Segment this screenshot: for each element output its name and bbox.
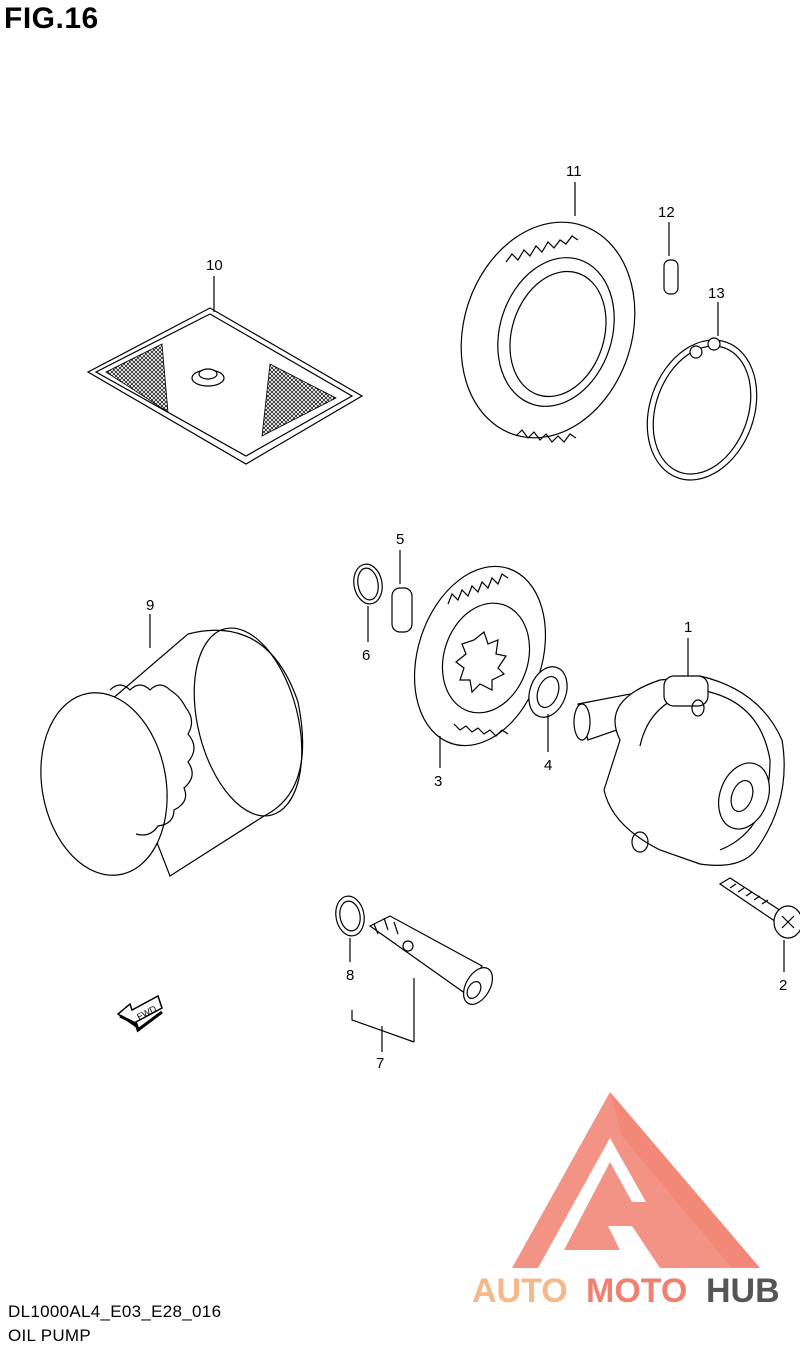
- part-4-washer: [528, 666, 568, 752]
- exploded-parts-diagram: FWD 10 11 12 13 9 5 6 1 3 4 2 8 7: [40, 163, 800, 1072]
- part-3-oil-pump-drive-gear: [413, 565, 547, 768]
- callout-7: 7: [376, 1055, 384, 1072]
- drawing-name: OIL PUMP: [8, 1326, 92, 1345]
- callout-12: 12: [658, 204, 675, 221]
- fwd-direction-arrow: FWD: [116, 994, 163, 1033]
- automotohub-watermark-logo: AUTO MOTO HUB: [472, 1092, 780, 1310]
- part-2-screw: [718, 877, 800, 972]
- watermark-hub: HUB: [706, 1272, 780, 1310]
- watermark-moto: MOTO: [586, 1272, 687, 1310]
- part-10-oil-strainer: [86, 276, 364, 465]
- callout-1: 1: [684, 619, 692, 636]
- part-13-circlip: [646, 302, 758, 481]
- callout-5: 5: [396, 531, 404, 548]
- callout-3: 3: [434, 773, 442, 790]
- callout-11: 11: [566, 163, 582, 180]
- part-9-oil-filter: [40, 614, 304, 877]
- part-6-circlip: [353, 563, 383, 642]
- part-5-pin: [391, 550, 413, 633]
- part-12-dowel-pin: [663, 222, 679, 295]
- callout-4: 4: [544, 757, 552, 774]
- part-8-o-ring: [335, 895, 365, 962]
- callout-13: 13: [708, 285, 725, 302]
- drawing-code: DL1000AL4_E03_E28_016: [8, 1302, 222, 1321]
- callout-9: 9: [146, 597, 154, 614]
- callout-10: 10: [206, 257, 223, 274]
- part-1-oil-pump-assembly: [573, 638, 785, 866]
- callout-8: 8: [346, 967, 354, 984]
- callout-2: 2: [779, 977, 787, 994]
- watermark-auto: AUTO: [472, 1272, 568, 1310]
- part-11-oil-pump-driven-gear: [460, 182, 636, 443]
- callout-6: 6: [362, 647, 370, 664]
- figure-title: FIG.16: [4, 2, 99, 35]
- part-7-oil-relief-valve: [351, 915, 494, 1052]
